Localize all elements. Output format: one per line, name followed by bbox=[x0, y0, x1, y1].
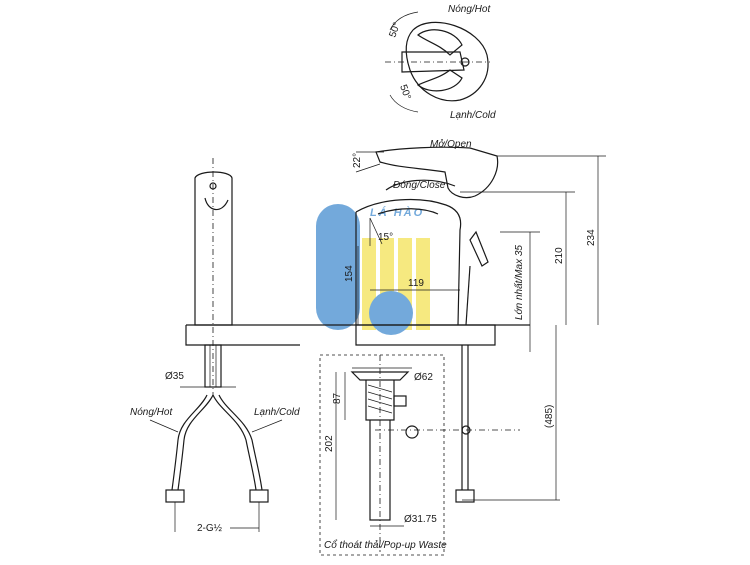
handle-lower-lever bbox=[416, 69, 463, 92]
angle-22-label: 22° bbox=[352, 153, 363, 168]
dim-485-label: (485) bbox=[544, 405, 555, 428]
rod-clip bbox=[461, 425, 471, 435]
waste-tail-pipe bbox=[369, 420, 391, 521]
max35-label: Lớn nhất/Max 35 bbox=[513, 245, 525, 320]
dim-154-label: 154 bbox=[344, 265, 355, 282]
top-view-handle: Nóng/Hot Lạnh/Cold 50° 50° bbox=[385, 4, 496, 121]
popup-rod-handle bbox=[469, 230, 489, 267]
faucet-body-front bbox=[194, 171, 233, 326]
angle-15-line bbox=[369, 217, 383, 245]
side-connector bbox=[455, 489, 475, 503]
handle-center-body bbox=[401, 51, 465, 73]
watermark-logo: LÁ HÀO bbox=[316, 204, 430, 335]
dim-3175-label: Ø31.75 bbox=[404, 514, 437, 525]
hot-hose-label: Nóng/Hot bbox=[130, 407, 173, 418]
cold-label-top: Lạnh/Cold bbox=[450, 110, 496, 121]
waste-thread-hatch bbox=[367, 384, 393, 414]
lever-close-position bbox=[385, 179, 456, 191]
dim-119-label: 119 bbox=[408, 278, 424, 289]
counter-top-left bbox=[185, 325, 300, 346]
hot-angle-arc bbox=[389, 11, 419, 31]
waste-side-outlet bbox=[393, 395, 407, 407]
angle-hot-label: 50° bbox=[387, 21, 403, 39]
dim-202-label: 202 bbox=[324, 435, 335, 452]
popup-rod bbox=[465, 265, 471, 326]
cold-hose-inner bbox=[212, 394, 257, 491]
lever-handle-side bbox=[375, 146, 499, 199]
hot-label-top: Nóng/Hot bbox=[448, 4, 491, 15]
watermark-text: LÁ HÀO bbox=[370, 206, 424, 219]
watermark-yellow-bar-4 bbox=[416, 238, 430, 330]
spout-top-side bbox=[355, 198, 462, 326]
front-view: Ø35 Nóng/Hot Lạnh/Cold 2-G½ bbox=[130, 158, 300, 534]
popup-waste-label: Cổ thoát thải/Pop-up Waste bbox=[324, 539, 447, 551]
cold-hose-label: Lạnh/Cold bbox=[254, 407, 300, 418]
angle-15-label: 15° bbox=[378, 232, 393, 243]
waste-rod-nut bbox=[405, 425, 419, 439]
angle-cold-label: 50° bbox=[397, 83, 413, 101]
handle-upper-lever bbox=[417, 29, 463, 56]
dim-210-label: 210 bbox=[554, 247, 565, 264]
hot-hose-outer bbox=[171, 394, 208, 491]
popup-waste-frame bbox=[319, 354, 445, 556]
hot-hose-inner bbox=[177, 394, 214, 491]
open-label: Mở/Open bbox=[430, 138, 472, 150]
cold-hose-leader bbox=[251, 419, 283, 433]
dim-35-label: Ø35 bbox=[165, 371, 184, 382]
watermark-blue-bar bbox=[316, 204, 360, 330]
side-view: 22° Mở/Open Đóng/Close 15° 154 119 Lớn n… bbox=[300, 138, 606, 503]
aerator-dot bbox=[209, 182, 217, 190]
popup-waste-detail: 87 202 Ø62 Ø31.75 Cổ thoát thải/Pop-up W… bbox=[319, 354, 447, 556]
dim-234-label: 234 bbox=[586, 229, 597, 246]
hot-connector bbox=[165, 489, 185, 503]
spout-opening-front bbox=[204, 197, 229, 211]
angle-22-line-2 bbox=[355, 163, 381, 173]
spout-inner bbox=[377, 208, 439, 215]
dim-62-label: Ø62 bbox=[414, 372, 433, 383]
cold-angle-arc bbox=[389, 94, 419, 113]
cold-hose-outer bbox=[218, 394, 263, 491]
cold-connector bbox=[249, 489, 269, 503]
waste-flange bbox=[350, 371, 410, 381]
thread-label: 2-G½ bbox=[197, 523, 223, 534]
dim-87-label: 87 bbox=[332, 392, 343, 404]
hot-hose-leader bbox=[149, 419, 179, 433]
close-label: Đóng/Close bbox=[393, 180, 446, 191]
watermark-blue-circle bbox=[369, 291, 413, 335]
